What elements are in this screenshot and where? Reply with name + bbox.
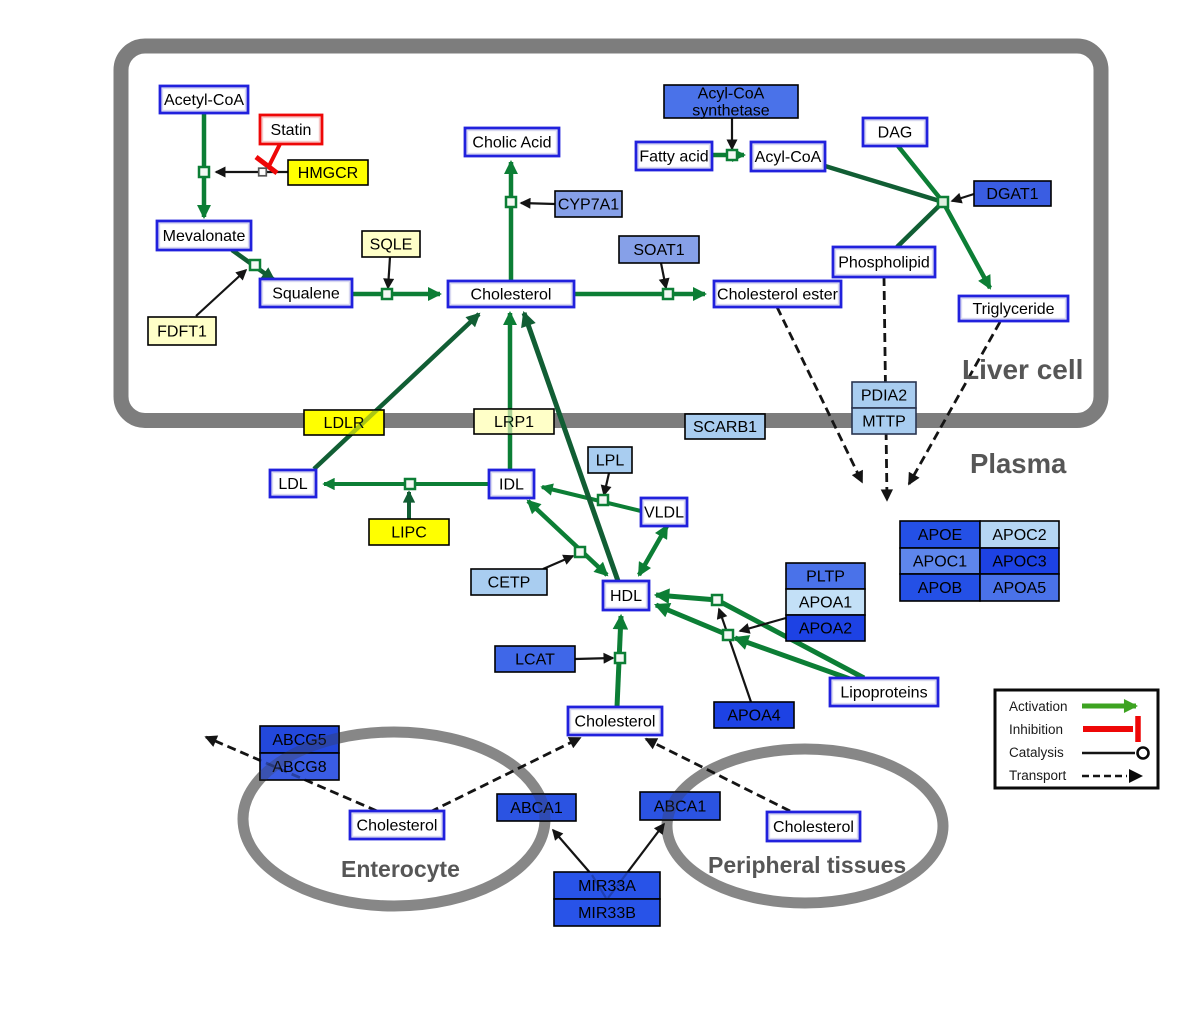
svg-text:Enterocyte: Enterocyte [341, 856, 460, 882]
svg-text:APOB: APOB [918, 580, 962, 597]
svg-text:Peripheral tissues: Peripheral tissues [708, 852, 906, 878]
svg-text:APOA5: APOA5 [993, 580, 1046, 597]
svg-text:Liver cell: Liver cell [962, 354, 1083, 385]
svg-text:Cholesterol ester: Cholesterol ester [717, 287, 839, 304]
svg-text:Cholesterol: Cholesterol [575, 714, 656, 731]
svg-text:Squalene: Squalene [272, 286, 340, 303]
svg-text:LPL: LPL [596, 453, 625, 470]
svg-text:Acyl-CoA: Acyl-CoA [698, 86, 765, 103]
svg-text:LDLR: LDLR [324, 415, 365, 432]
svg-text:Acyl-CoA: Acyl-CoA [755, 149, 822, 166]
svg-text:Lipoproteins: Lipoproteins [840, 685, 927, 702]
svg-text:Acetyl-CoA: Acetyl-CoA [164, 92, 244, 109]
svg-text:MIR33B: MIR33B [578, 905, 636, 922]
svg-text:Mevalonate: Mevalonate [163, 228, 246, 245]
svg-text:synthetase: synthetase [692, 103, 769, 120]
svg-text:APOE: APOE [918, 527, 962, 544]
svg-text:SOAT1: SOAT1 [633, 242, 684, 259]
svg-text:APOC3: APOC3 [992, 554, 1046, 571]
svg-text:Fatty acid: Fatty acid [639, 149, 708, 166]
svg-text:VLDL: VLDL [644, 505, 684, 522]
svg-text:FDFT1: FDFT1 [157, 324, 207, 341]
svg-text:Triglyceride: Triglyceride [972, 301, 1054, 318]
svg-text:DGAT1: DGAT1 [986, 186, 1038, 203]
svg-text:HDL: HDL [610, 588, 642, 605]
svg-text:MTTP: MTTP [862, 414, 906, 431]
svg-text:Catalysis: Catalysis [1009, 745, 1064, 760]
svg-text:Cholesterol: Cholesterol [773, 819, 854, 836]
svg-text:LIPC: LIPC [391, 525, 427, 542]
svg-text:APOC1: APOC1 [913, 554, 967, 571]
svg-text:LRP1: LRP1 [494, 414, 534, 431]
svg-text:ABCG8: ABCG8 [272, 759, 326, 776]
svg-text:LDL: LDL [278, 476, 307, 493]
svg-text:APOA2: APOA2 [799, 621, 852, 638]
svg-text:Cholesterol: Cholesterol [471, 287, 552, 304]
svg-text:IDL: IDL [499, 477, 524, 494]
svg-text:Phospholipid: Phospholipid [838, 255, 930, 272]
svg-text:APOC2: APOC2 [992, 527, 1046, 544]
svg-text:Inhibition: Inhibition [1009, 722, 1063, 737]
svg-text:Cholesterol: Cholesterol [357, 818, 438, 835]
svg-text:PLTP: PLTP [806, 569, 845, 586]
svg-text:Plasma: Plasma [970, 448, 1067, 479]
svg-text:APOA4: APOA4 [727, 708, 780, 725]
svg-text:Cholic Acid: Cholic Acid [472, 135, 551, 152]
svg-text:SQLE: SQLE [370, 237, 413, 254]
svg-text:ABCA1: ABCA1 [510, 800, 563, 817]
svg-text:LCAT: LCAT [515, 652, 555, 669]
svg-text:ABCA1: ABCA1 [654, 799, 707, 816]
svg-text:HMGCR: HMGCR [298, 165, 358, 182]
svg-text:ABCG5: ABCG5 [272, 732, 326, 749]
svg-text:APOA1: APOA1 [799, 595, 852, 612]
svg-text:MIR33A: MIR33A [578, 878, 636, 895]
svg-text:Activation: Activation [1009, 699, 1068, 714]
svg-text:CYP7A1: CYP7A1 [558, 197, 619, 214]
svg-text:SCARB1: SCARB1 [693, 419, 757, 436]
svg-text:PDIA2: PDIA2 [861, 388, 907, 405]
svg-text:DAG: DAG [878, 125, 913, 142]
svg-text:Transport: Transport [1009, 768, 1067, 783]
svg-text:CETP: CETP [488, 575, 531, 592]
svg-text:Statin: Statin [271, 122, 312, 139]
